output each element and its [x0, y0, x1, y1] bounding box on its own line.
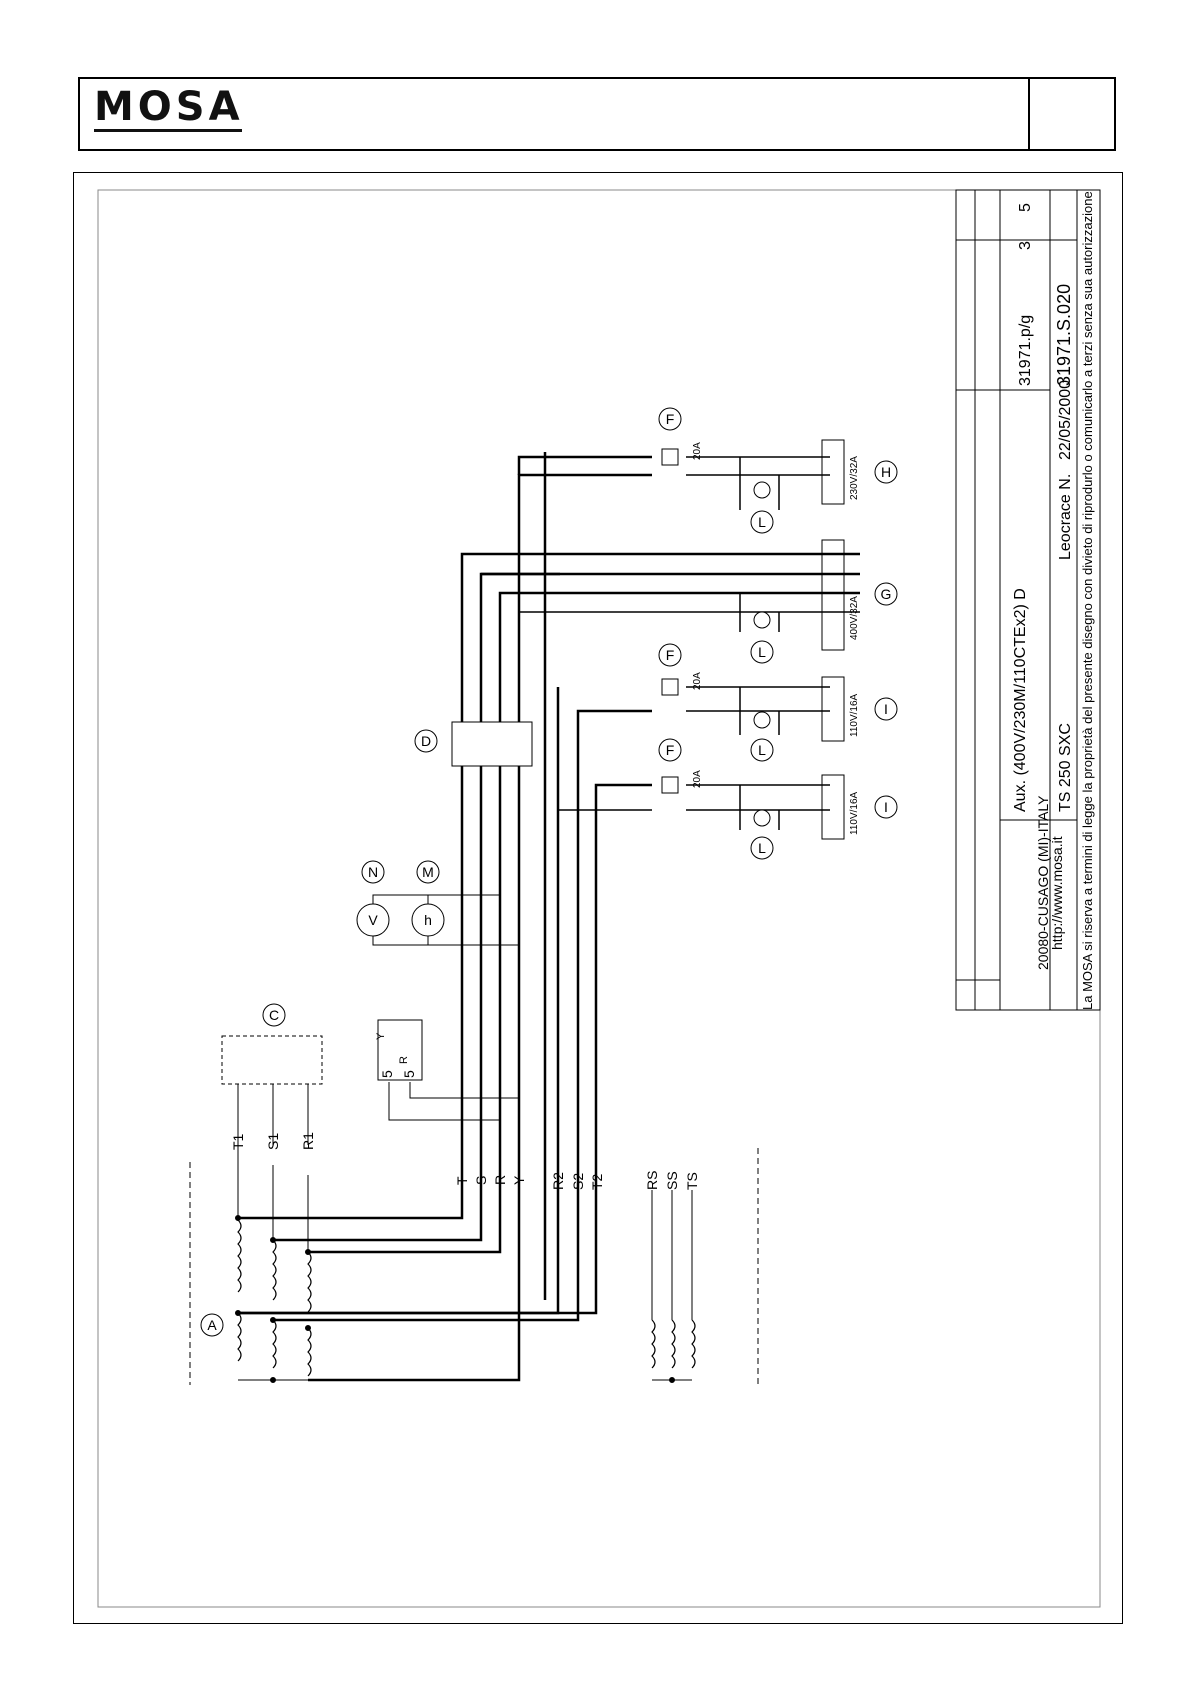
label-i-2: I: [884, 799, 888, 815]
term-y: Y: [511, 1175, 527, 1185]
label-l-1: L: [758, 514, 766, 530]
tb-company: 20080-CUSAGO (MI)-ITALY: [1035, 795, 1051, 970]
rating-f-110b: 20A: [692, 770, 703, 788]
socket-i-b: [821, 774, 845, 840]
label-h-meter: h: [424, 912, 432, 928]
label-m: M: [422, 864, 434, 880]
label-g: G: [881, 586, 892, 602]
rating-sock-400: 400V/32A: [849, 596, 860, 640]
tb-page: 3: [1017, 241, 1034, 250]
term-s2: S2: [570, 1173, 586, 1190]
tb-denomination: Aux. (400V/230M/110CTEx2) D: [1012, 588, 1029, 812]
drawing-frame: [73, 172, 1123, 1624]
header-divider: [1028, 79, 1030, 149]
switch-d: [451, 721, 533, 767]
term-r: R: [492, 1175, 508, 1185]
term-ss: SS: [664, 1171, 680, 1190]
logo-underline: [94, 129, 242, 132]
sensor-5: [377, 1019, 423, 1081]
main-windings: [237, 1219, 696, 1377]
label-v: V: [368, 912, 378, 928]
rating-sock-110b: 110V/16A: [849, 791, 860, 835]
rating-f-110a: 20A: [692, 672, 703, 690]
label-n: N: [368, 864, 378, 880]
sensor-5-b: 5: [401, 1070, 417, 1078]
rating-sock-110a: 110V/16A: [849, 693, 860, 737]
term-s1: S1: [265, 1133, 281, 1150]
term-ts: TS: [684, 1172, 700, 1190]
label-l-4: L: [758, 840, 766, 856]
tb-date: 22/05/2000: [1057, 380, 1074, 460]
socket-h: [821, 439, 845, 505]
label-l-2: L: [758, 644, 766, 660]
lamp-l-3: [753, 711, 771, 729]
term-s: S: [473, 1176, 489, 1185]
tb-designer: Leocrace N.: [1057, 474, 1074, 560]
tb-machine: TS 250 SXC: [1057, 723, 1074, 812]
label-f1: F: [666, 411, 675, 427]
tb-copyright: La MOSA si riserva a termini di legge la…: [1080, 191, 1095, 1010]
rating-f-230: 20A: [692, 442, 703, 460]
mosa-logo: MOSA: [94, 84, 244, 130]
term-t: T: [454, 1176, 470, 1185]
tb-of: 5: [1017, 203, 1034, 212]
lamp-l-2: [753, 611, 771, 629]
term-y-small: Y: [375, 1032, 387, 1040]
label-h: H: [881, 464, 891, 480]
fuse-f-230: [661, 448, 679, 466]
term-r2: R2: [550, 1172, 566, 1190]
term-rs: RS: [644, 1171, 660, 1190]
breaker-c: [221, 1035, 323, 1085]
fuse-f-110b: [661, 776, 679, 794]
label-c: C: [269, 1007, 279, 1023]
term-t2: T2: [589, 1173, 605, 1190]
sensor-5-a: 5: [379, 1070, 395, 1078]
tb-project: 31971.p/g: [1017, 315, 1034, 386]
label-a: A: [207, 1317, 217, 1333]
term-t1: T1: [230, 1133, 246, 1150]
tb-website: http://www.mosa.it: [1049, 836, 1065, 950]
fuse-f-110a: [661, 678, 679, 696]
term-r1: R1: [300, 1132, 316, 1150]
lamp-l-4: [753, 809, 771, 827]
inner-border: [97, 189, 1101, 1608]
lamp-l-1: [753, 481, 771, 499]
tb-drawing-no: 31971.S.020: [1054, 284, 1074, 386]
page-header: MOSA: [78, 77, 1116, 151]
label-i-1: I: [884, 701, 888, 717]
title-block: [955, 189, 1101, 1011]
socket-i-a: [821, 676, 845, 742]
label-d: D: [421, 733, 431, 749]
label-f2: F: [666, 647, 675, 663]
socket-g: [821, 539, 845, 651]
label-f3: F: [666, 742, 675, 758]
term-r-small: R: [398, 1056, 410, 1064]
label-l-3: L: [758, 742, 766, 758]
rating-sock-230: 230V/32A: [849, 456, 860, 500]
